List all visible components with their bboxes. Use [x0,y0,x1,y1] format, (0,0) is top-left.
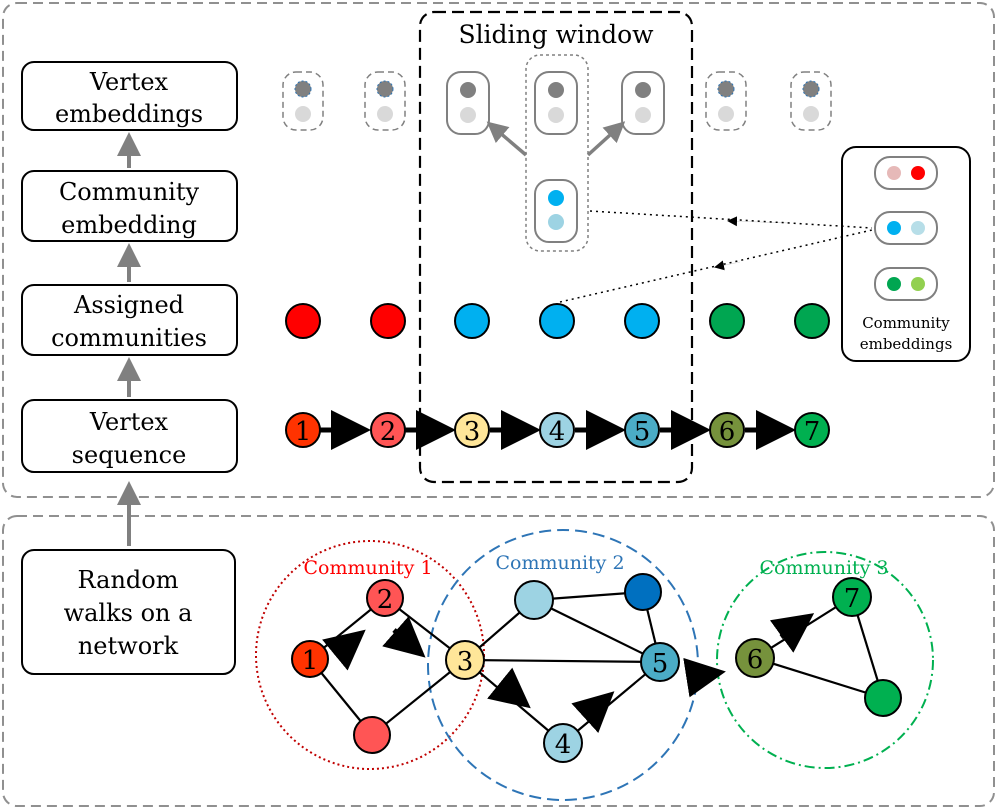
window-community-embedding [534,179,578,243]
top-panel [2,2,995,498]
network-nodes [291,573,902,763]
svg-text:Assigned: Assigned [73,291,184,319]
node-3 [445,640,485,680]
node-5-label: 5 [652,649,669,679]
node-4-label: 4 [555,730,572,760]
node-1 [291,640,329,678]
center-embedding [534,71,578,135]
assigned-communities-row [285,303,830,339]
sliding-window-frame [418,10,694,484]
node-c1-unlabeled [353,716,391,754]
legend-label-line1: Community [862,314,950,332]
community-2-label: Community 2 [495,552,624,574]
step-random-walks: Random walks on a network [21,549,236,675]
seq-num-1: 1 [295,417,312,447]
node-1-label: 1 [302,646,319,676]
vertex-sequence-row: 1 2 3 4 5 6 7 [285,410,830,450]
node-c2-dark [624,573,662,611]
svg-text:sequence: sequence [72,441,187,469]
step-vertex-sequence: Vertex sequence [21,399,238,473]
node-7 [832,577,872,617]
node-6 [735,638,775,678]
svg-text:network: network [78,632,179,660]
community-embeddings-legend: Community embeddings [841,146,971,362]
svg-text:embeddings: embeddings [55,100,203,128]
node-4 [543,723,583,763]
vertex-embeddings-row [282,54,832,252]
seq-num-2: 2 [380,417,397,447]
seq-num-5: 5 [634,417,651,447]
seq-num-4: 4 [549,417,566,447]
step-assigned-communities: Assigned communities [21,284,238,356]
context-embedding-left [446,71,490,135]
node-c2-top [514,580,554,620]
node-c3-unlabeled [864,679,902,717]
node-2 [366,579,404,617]
node-6-label: 6 [747,645,764,675]
svg-text:Community: Community [59,178,200,206]
svg-text:Vertex: Vertex [89,68,169,96]
svg-text:embedding: embedding [61,211,197,239]
faded-embedding [282,71,832,131]
network-edges [309,590,885,744]
svg-text:walks on a: walks on a [64,599,193,627]
node-5 [640,642,680,682]
step-vertex-embeddings: Vertex embeddings [21,61,238,131]
node-3-label: 3 [457,647,474,677]
svg-text:Random: Random [78,566,179,594]
seq-num-3: 3 [464,417,481,447]
svg-text:communities: communities [51,324,207,352]
bottom-panel [2,515,995,807]
community-1-label: Community 1 [303,557,432,579]
seq-num-7: 7 [804,417,821,447]
community-3-label: Community 3 [759,557,888,579]
seq-num-6: 6 [719,417,736,447]
walk-arrows [322,613,815,733]
node-2-label: 2 [377,585,394,615]
sliding-window-title: Sliding window [458,20,654,49]
legend-label-line2: embeddings [860,335,953,353]
context-embedding-right [621,71,665,135]
community-3-region [716,551,934,769]
node-7-label: 7 [844,584,861,614]
dotted-connectors [559,210,873,303]
svg-text:Vertex: Vertex [89,408,169,436]
step-community-embedding: Community embedding [21,170,238,242]
